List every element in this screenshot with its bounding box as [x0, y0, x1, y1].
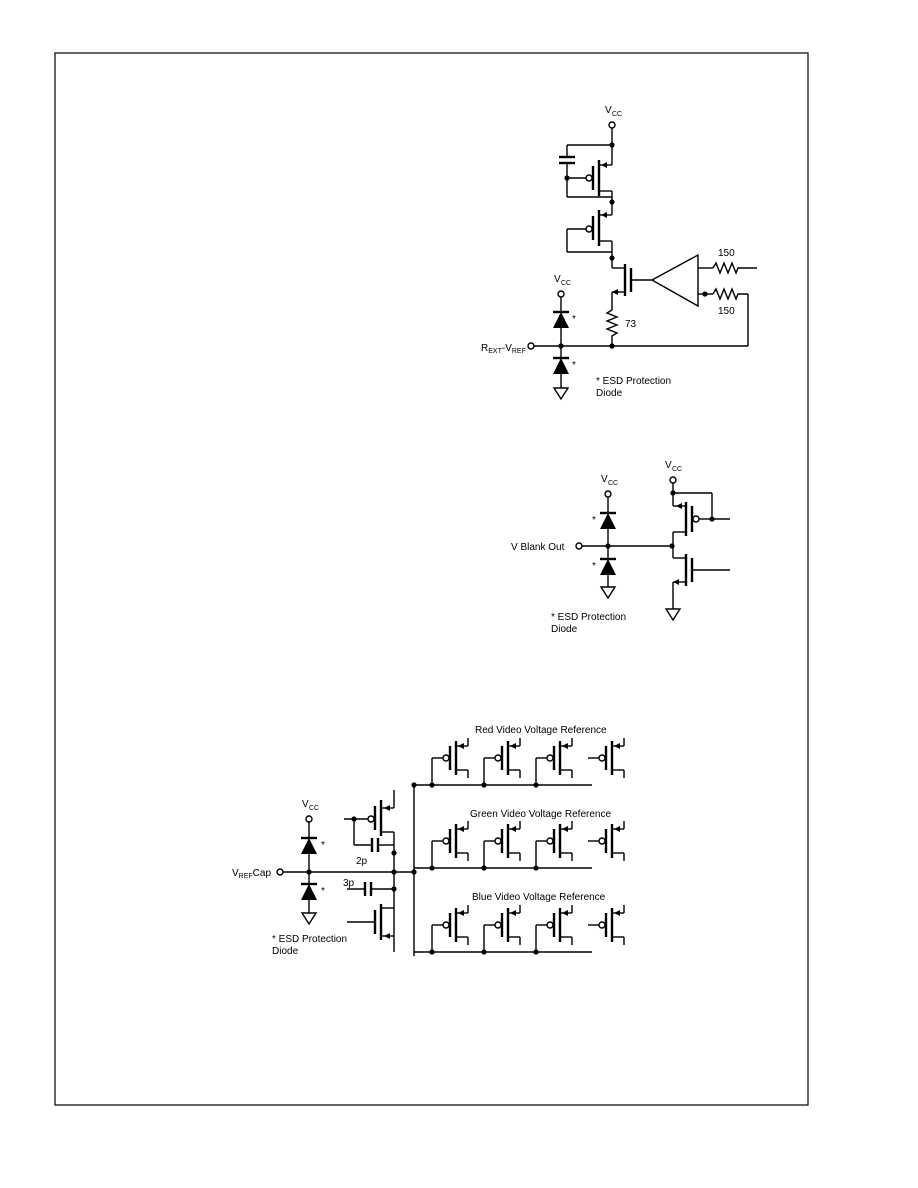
pmos-green-3-icon: [533, 821, 573, 871]
rext-sub: EXT: [488, 348, 502, 355]
vblank-pin-icon: [575, 542, 583, 550]
ref-red-label: Red Video Voltage Reference: [475, 725, 607, 736]
ground-icon-2: [599, 586, 617, 600]
vcc-label-sub: CC: [612, 111, 622, 118]
esd-star-bottom-3: *: [321, 886, 325, 897]
vcc-esd-label-2: V: [601, 474, 608, 485]
esd-diode-top-icon-2: [600, 513, 616, 529]
ref-green-label: Green Video Voltage Reference: [470, 809, 611, 820]
pmos-red-3-icon: [533, 738, 573, 788]
vref-sub: REF: [512, 348, 526, 355]
rext-mid: -V: [502, 343, 512, 354]
resistor-150-top-icon: [712, 261, 757, 275]
esd-star-top-3: *: [321, 840, 325, 851]
vcc-right-sub: CC: [672, 466, 682, 473]
pmos-green-4-icon: [588, 821, 625, 861]
esd-note-line1-3: * ESD Protection: [272, 934, 347, 945]
res-150-top-label: 150: [718, 248, 735, 259]
pmos-reference-rows: [414, 738, 625, 955]
pmos-blue-4-icon: [588, 905, 625, 945]
res-73-label: 73: [625, 319, 637, 330]
ground-icon-3: [664, 608, 682, 622]
vcc-esd-sub: CC: [561, 280, 571, 287]
ref-blue-label: Blue Video Voltage Reference: [472, 892, 606, 903]
vref-cap-label: VREFCap: [232, 868, 271, 880]
esd-star-top-2: *: [592, 515, 596, 526]
esd-star-bottom-2: *: [592, 561, 596, 572]
pmos-green-2-icon: [481, 821, 521, 871]
vcc-label: V: [605, 105, 612, 116]
res-150-bottom-label: 150: [718, 306, 735, 317]
resistor-73-icon: [605, 309, 619, 346]
vblank-label: V Blank Out: [511, 542, 565, 553]
esd-diode-top-icon-3: [301, 838, 317, 854]
pmos-green-1-icon: [429, 821, 469, 871]
vcc-esd-label: V: [554, 274, 561, 285]
esd-star-bottom: *: [572, 360, 576, 371]
vcc-terminal-icon: [608, 121, 616, 129]
vcc-esd-sub-2: CC: [608, 480, 618, 487]
ground-icon-4: [300, 912, 318, 926]
vref-cap-pin-icon: [276, 868, 284, 876]
cap-2p-label: 2p: [356, 856, 368, 867]
circuit-vref-cap: V CC * * VREFCap 2p: [232, 725, 625, 957]
rext-prefix: R: [481, 343, 488, 354]
rext-vref-label: REXT-VREF: [481, 343, 526, 355]
pmos-blue-1-icon: [429, 905, 469, 955]
esd-diode-bottom-icon-3: [301, 884, 317, 900]
esd-note-line2-2: Diode: [551, 624, 578, 635]
page-frame: [54, 52, 809, 1106]
esd-note-line1: * ESD Protection: [596, 376, 671, 387]
esd-diode-bottom-icon-2: [600, 559, 616, 575]
esd-diode-top-icon: [553, 312, 569, 328]
pmos-blue-3-icon: [533, 905, 573, 955]
resistor-150-bottom-icon: [712, 287, 748, 301]
circuit-vblank-out: V CC * * V Blank Out V CC: [511, 460, 730, 635]
pmos-red-1-icon: [429, 738, 469, 788]
esd-note-line1-2: * ESD Protection: [551, 612, 626, 623]
circuit-rext-vref: V CC: [481, 105, 757, 401]
opamp-icon: [650, 253, 699, 308]
rext-vref-pin-icon: [527, 342, 535, 350]
esd-note-line2: Diode: [596, 388, 623, 399]
esd-diode-bottom-icon: [553, 358, 569, 374]
vref-cap-suffix: Cap: [253, 868, 272, 879]
pmos-blue-2-icon: [481, 905, 521, 955]
vcc-sub-3: CC: [309, 805, 319, 812]
cap-3p-label: 3p: [343, 878, 355, 889]
vcc-right-label: V: [665, 460, 672, 471]
pmos-red-4-icon: [588, 738, 625, 778]
vcc-label-3: V: [302, 799, 309, 810]
vref-cap-prefix: V: [232, 868, 239, 879]
ground-icon: [552, 387, 570, 401]
esd-star-top: *: [572, 314, 576, 325]
pmos-red-2-icon: [481, 738, 521, 788]
esd-note-line2-3: Diode: [272, 946, 299, 957]
vref-cap-sub: REF: [239, 873, 253, 880]
